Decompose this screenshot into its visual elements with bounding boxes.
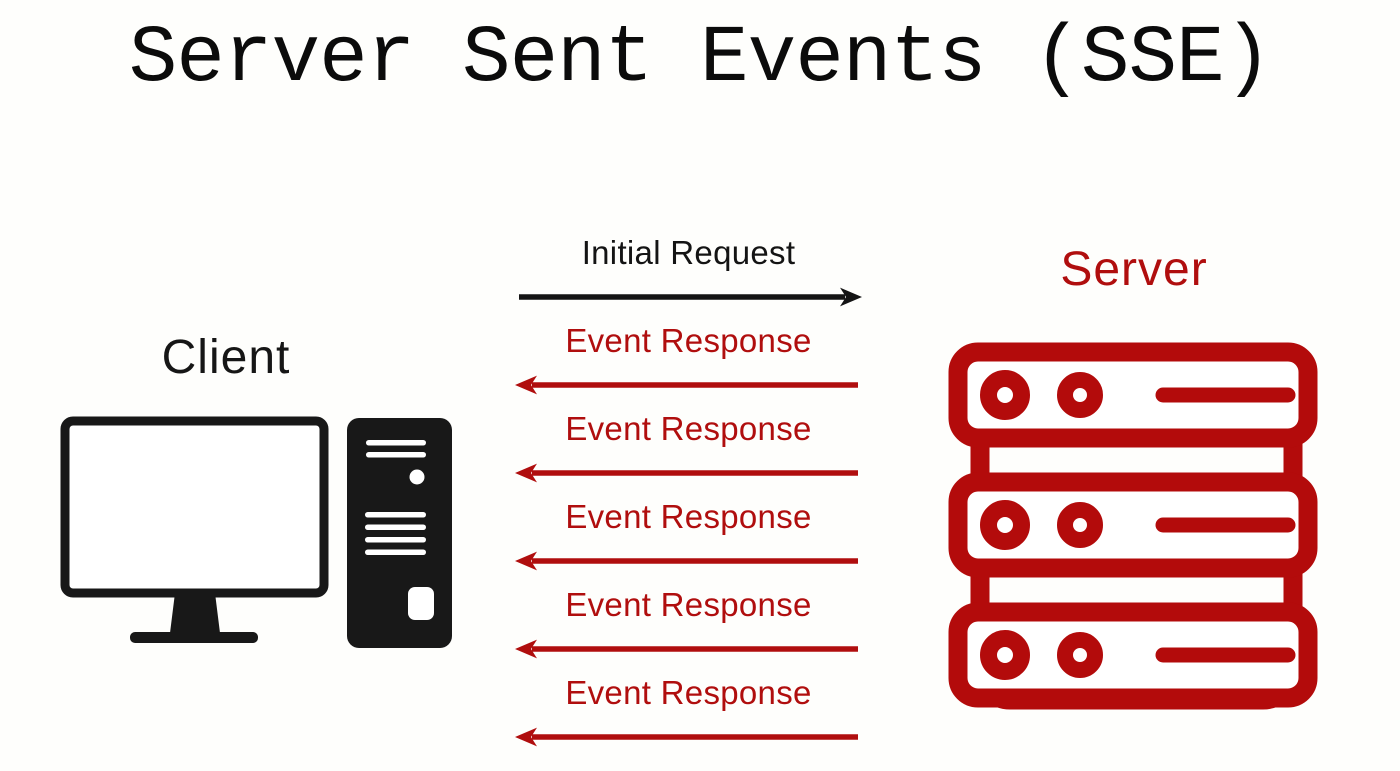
message-label: Event Response — [565, 674, 812, 711]
server-unit — [948, 472, 1318, 578]
message-label: Event Response — [565, 410, 812, 447]
tower-vent-line — [365, 537, 426, 543]
monitor-stand — [170, 593, 220, 633]
client-label: Client — [161, 331, 291, 384]
tower-vent-line — [365, 524, 426, 530]
tower-vent-line — [366, 440, 426, 446]
page-title: Server Sent Events (SSE) — [128, 14, 1273, 105]
message-row-5: Event Response — [515, 673, 862, 749]
server-stack-icon — [948, 342, 1318, 710]
tower-power-button — [409, 469, 425, 485]
message-row-0: Initial Request — [515, 233, 862, 309]
server-unit — [948, 342, 1318, 448]
message-row-2: Event Response — [515, 409, 862, 485]
arrow-left-icon — [515, 375, 858, 395]
message-label: Initial Request — [581, 234, 796, 271]
tower-vent-line — [365, 549, 426, 555]
message-flow: Initial Request Event Response Event Res… — [515, 233, 862, 749]
arrow-left-icon — [515, 639, 858, 659]
tower-drive-bay — [408, 587, 434, 620]
arrow-left-icon — [515, 727, 858, 747]
server-label: Server — [1060, 243, 1208, 296]
tower-vent-line — [365, 512, 426, 518]
message-row-4: Event Response — [515, 585, 862, 661]
message-label: Event Response — [565, 586, 812, 623]
monitor-screen — [60, 416, 329, 598]
monitor-base — [130, 632, 258, 643]
arrow-left-icon — [515, 463, 858, 483]
message-label: Event Response — [565, 322, 812, 359]
message-label: Event Response — [565, 498, 812, 535]
tower-vent-line — [366, 452, 426, 458]
message-row-3: Event Response — [515, 497, 862, 573]
arrow-right-icon — [519, 287, 862, 307]
server-unit — [948, 602, 1318, 708]
message-row-1: Event Response — [515, 321, 862, 397]
desktop-computer-icon — [60, 416, 452, 648]
arrow-left-icon — [515, 551, 858, 571]
